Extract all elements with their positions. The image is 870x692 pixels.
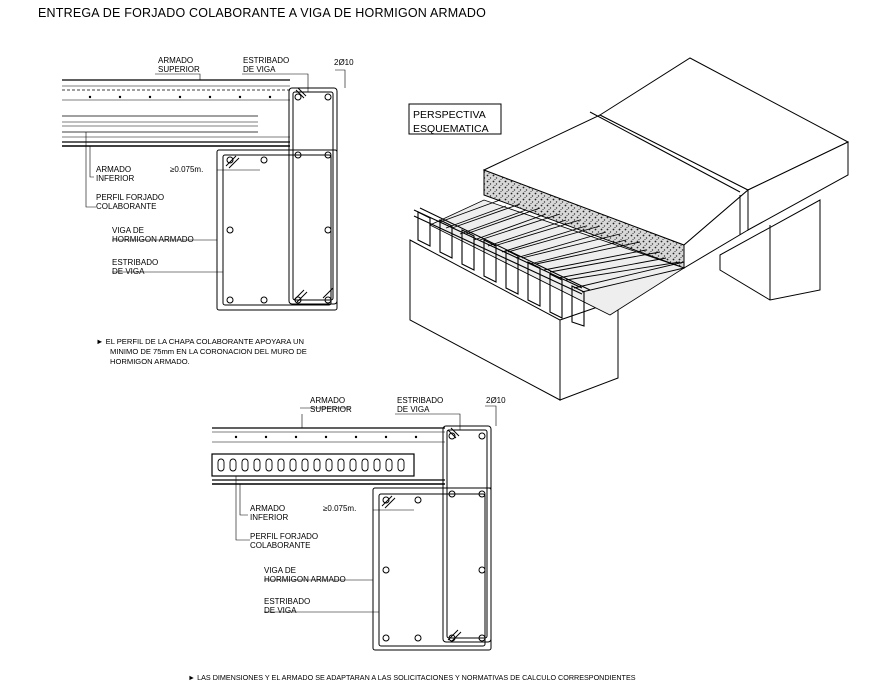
d1-min-support-dimension: ≥0.075m. bbox=[170, 165, 204, 174]
deck-ribs bbox=[439, 199, 685, 293]
perspective-view bbox=[408, 57, 850, 401]
footer-note: ► LAS DIMENSIONES Y EL ARMADO SE ADAPTAR… bbox=[188, 673, 636, 682]
d2-deck-openings bbox=[217, 458, 405, 472]
d1-top-rebar bbox=[88, 95, 272, 99]
d1-note: ► EL PERFIL DE LA CHAPA COLABORANTE APOY… bbox=[96, 337, 307, 366]
stirrups bbox=[413, 207, 591, 327]
sheet-title: ENTREGA DE FORJADO COLABORANTE A VIGA DE… bbox=[38, 6, 487, 20]
d2-rebar-label: 2Ø10 bbox=[486, 396, 506, 405]
d2-min-support-dimension: ≥0.075m. bbox=[323, 504, 357, 513]
detail-2-section bbox=[211, 405, 497, 651]
detail-1-section bbox=[62, 69, 346, 311]
d1-rebar-label: 2Ø10 bbox=[334, 58, 354, 67]
